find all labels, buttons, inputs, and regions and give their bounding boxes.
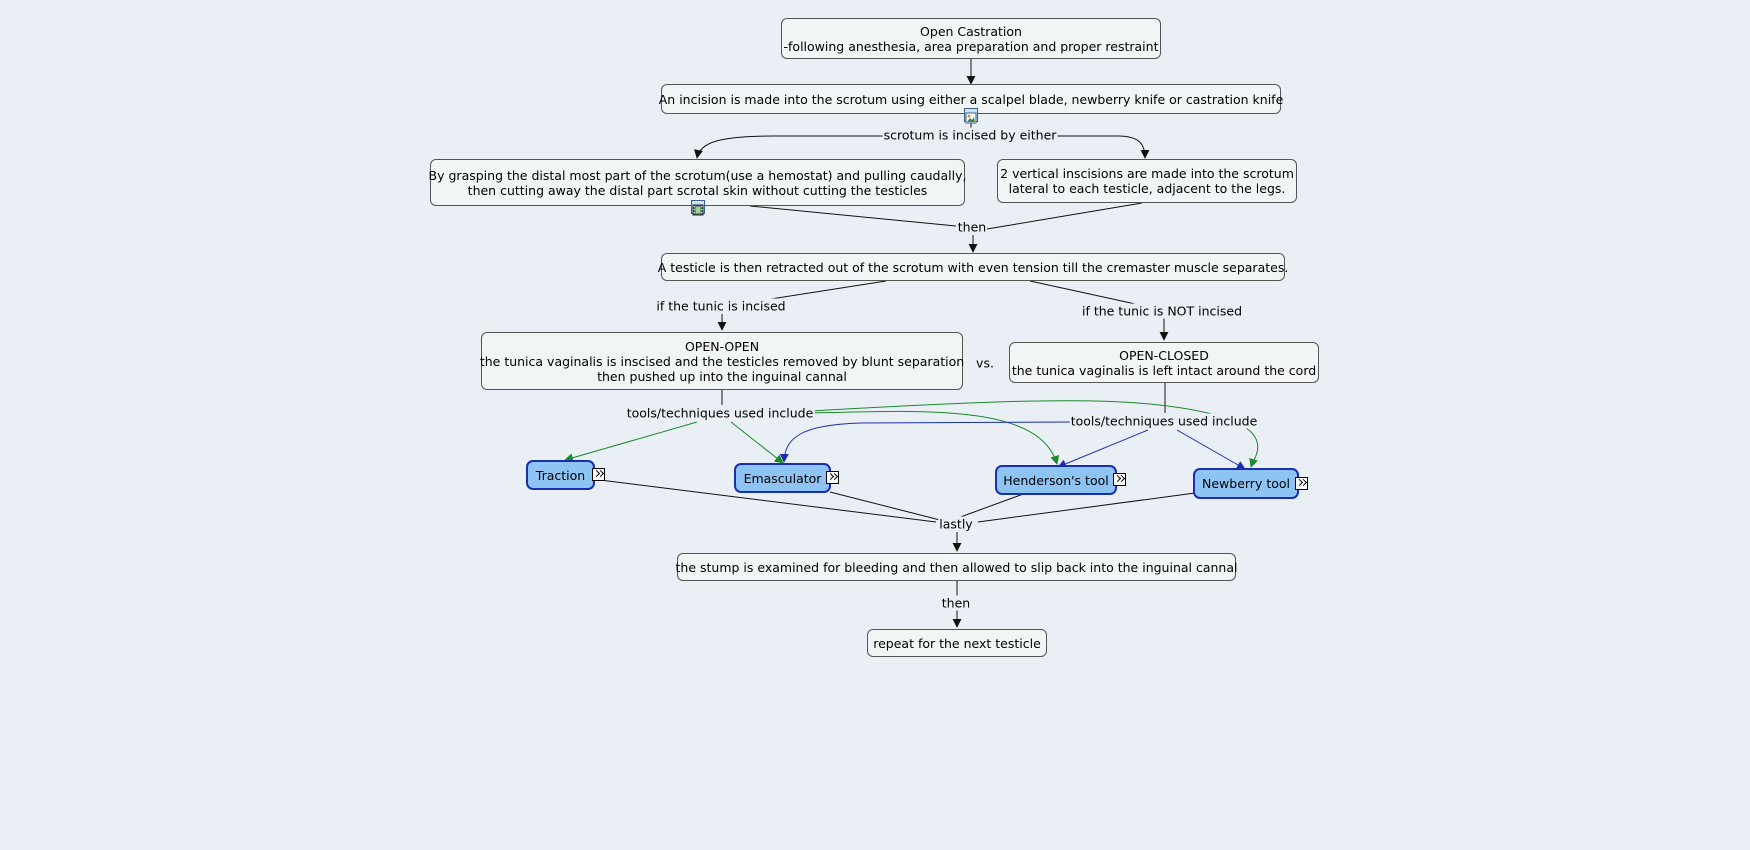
edge-label-vertical (1055, 135, 1150, 159)
node-grasp-line2: then cutting away the distal part scrota… (467, 182, 928, 198)
double-chevron-icon[interactable] (826, 471, 839, 484)
image-icon[interactable] (964, 108, 978, 124)
edge-newberry-lastly (977, 492, 1196, 523)
node-open-closed-line2: the tunica vaginalis is left intact arou… (1011, 362, 1317, 378)
node-retract-text: A testicle is then retracted out of the … (657, 259, 1289, 275)
edge-green-newberry (811, 400, 1259, 468)
edge-blue-emasculator (779, 421, 1075, 463)
link-tools-open[interactable]: tools/techniques used include (625, 405, 815, 421)
edge-label-grasp (694, 135, 886, 159)
edge-hendersons-lastly (954, 492, 1027, 520)
tool-hendersons[interactable]: Henderson's tool (995, 465, 1117, 495)
film-icon[interactable] (691, 200, 705, 216)
double-chevron-icon[interactable] (592, 468, 605, 481)
link-tunic-not-incised[interactable]: if the tunic is NOT incised (1080, 303, 1244, 319)
edge-retract-tunicnot (1029, 280, 1141, 306)
node-vertical-line2: lateral to each testicle, adjacent to th… (1008, 181, 1286, 196)
edge-vertical-then (986, 202, 1143, 230)
link-vs[interactable]: vs. (976, 355, 994, 371)
node-title-line1: Open Castration (920, 23, 1022, 39)
node-vertical-line1: 2 vertical inscisions are made into the … (1000, 166, 1294, 181)
node-open-closed[interactable]: OPEN-CLOSED the tunica vaginalis is left… (1009, 342, 1319, 383)
edge-green-emasculator (730, 421, 784, 464)
double-chevron-icon[interactable] (1113, 473, 1126, 486)
link-then-2[interactable]: then (940, 595, 972, 611)
node-vertical[interactable]: 2 vertical inscisions are made into the … (997, 159, 1297, 203)
link-tools-closed[interactable]: tools/techniques used include (1069, 413, 1259, 429)
node-repeat[interactable]: repeat for the next testicle (867, 629, 1047, 657)
edge-green-hendersons (811, 410, 1060, 465)
node-grasp-line1: By grasping the distal most part of the … (428, 167, 967, 183)
link-tunic-incised[interactable]: if the tunic is incised (655, 298, 787, 314)
node-retract[interactable]: A testicle is then retracted out of the … (658, 253, 1288, 281)
node-stump[interactable]: the stump is examined for bleeding and t… (675, 553, 1238, 581)
tool-newberry[interactable]: Newberry tool (1193, 468, 1299, 499)
link-incised-by[interactable]: scrotum is incised by either (882, 127, 1058, 143)
node-title[interactable]: Open Castration -following anesthesia, a… (781, 18, 1161, 59)
link-lastly[interactable]: lastly (938, 516, 974, 532)
link-then-1[interactable]: then (956, 219, 988, 235)
node-grasp[interactable]: By grasping the distal most part of the … (428, 159, 967, 206)
edge-green-traction (564, 421, 698, 463)
edge-emasculator-lastly (829, 491, 941, 521)
node-open-open[interactable]: OPEN-OPEN the tunica vaginalis is inscis… (479, 332, 965, 390)
node-open-open-line2: the tunica vaginalis is inscised and the… (479, 353, 965, 369)
double-chevron-icon[interactable] (1295, 477, 1308, 490)
node-open-open-line3: then pushed up into the inguinal cannal (597, 368, 847, 384)
edge-grasp-then (749, 205, 957, 227)
node-open-closed-line1: OPEN-CLOSED (1119, 347, 1209, 363)
tool-emasculator[interactable]: Emasculator (734, 463, 831, 493)
node-title-line2: -following anesthesia, area preparation … (783, 38, 1159, 54)
node-stump-text: the stump is examined for bleeding and t… (675, 559, 1238, 575)
edge-retract-tunic (757, 280, 887, 302)
tool-traction[interactable]: Traction (526, 460, 595, 490)
edge-blue-hendersons (1057, 429, 1149, 469)
edge-traction-lastly (599, 479, 937, 523)
node-open-open-line1: OPEN-OPEN (684, 338, 760, 354)
node-incision-text: An incision is made into the scrotum usi… (658, 91, 1284, 107)
node-repeat-text: repeat for the next testicle (873, 635, 1041, 651)
edge-blue-newberry (1176, 429, 1246, 470)
